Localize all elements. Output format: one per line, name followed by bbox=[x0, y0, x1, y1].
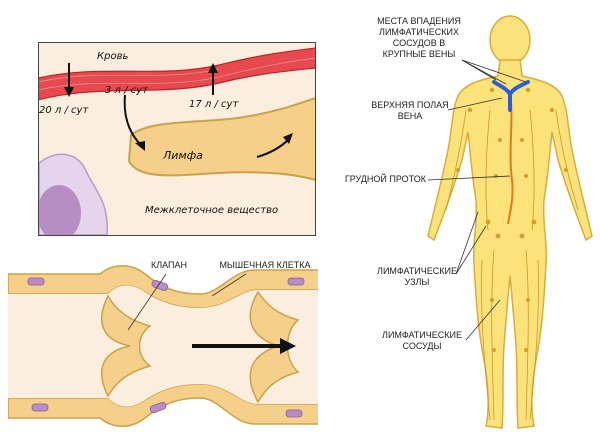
muscle-cell bbox=[151, 279, 169, 292]
label-lymph-nodes: ЛИМФАТИЧЕСКИЕ УЗЛЫ bbox=[377, 266, 457, 287]
lymph-label: Лимфа bbox=[163, 149, 203, 162]
label-junction: МЕСТА ВПАДЕНИЯ ЛИМФАТИЧЕСКИХ СОСУДОВ В К… bbox=[377, 16, 461, 59]
muscle-cell bbox=[27, 277, 45, 286]
cell-nucleus bbox=[39, 185, 81, 235]
lymph-vessel bbox=[127, 97, 315, 182]
valve-leaflet-2 bbox=[249, 290, 300, 404]
flow-to-lymph-label: 3 л / сут bbox=[105, 85, 148, 96]
lymph-nodes bbox=[456, 87, 568, 352]
valve-label: КЛАПАН bbox=[150, 260, 188, 270]
label-lymph-vessels: ЛИМФАТИЧЕСКИЕ СОСУДЫ bbox=[382, 330, 462, 351]
interstitial-label: Межклеточное вещество bbox=[145, 205, 279, 216]
blood-label: Кровь bbox=[97, 51, 129, 62]
valve-leaflet-1 bbox=[100, 294, 152, 398]
muscle-cell bbox=[287, 277, 305, 286]
label-thoracic-duct: ГРУДНОЙ ПРОТОК bbox=[344, 174, 426, 184]
interstitial-panel: Кровь 20 л / сут 3 л / сут 17 л / сут Ли… bbox=[38, 42, 316, 236]
lymph-vessel-network bbox=[445, 109, 579, 421]
thoracic-duct bbox=[507, 91, 514, 225]
muscle-cell bbox=[285, 409, 303, 418]
blood-vessel bbox=[39, 47, 315, 101]
muscle-cell bbox=[31, 403, 49, 412]
body-silhouette bbox=[427, 15, 593, 429]
valve-drawing bbox=[8, 265, 318, 427]
muscle-cell bbox=[149, 401, 167, 414]
flow-out-label: 20 л / сут bbox=[39, 105, 89, 116]
label-vena-cava: ВЕРХНЯЯ ПОЛАЯ ВЕНА bbox=[371, 100, 449, 121]
vena-cava bbox=[492, 80, 530, 112]
flow-return-label: 17 л / сут bbox=[189, 99, 239, 110]
muscle-label: МЫШЕЧНАЯ КЛЕТКА bbox=[219, 260, 311, 270]
interstitial-drawing bbox=[39, 47, 315, 235]
